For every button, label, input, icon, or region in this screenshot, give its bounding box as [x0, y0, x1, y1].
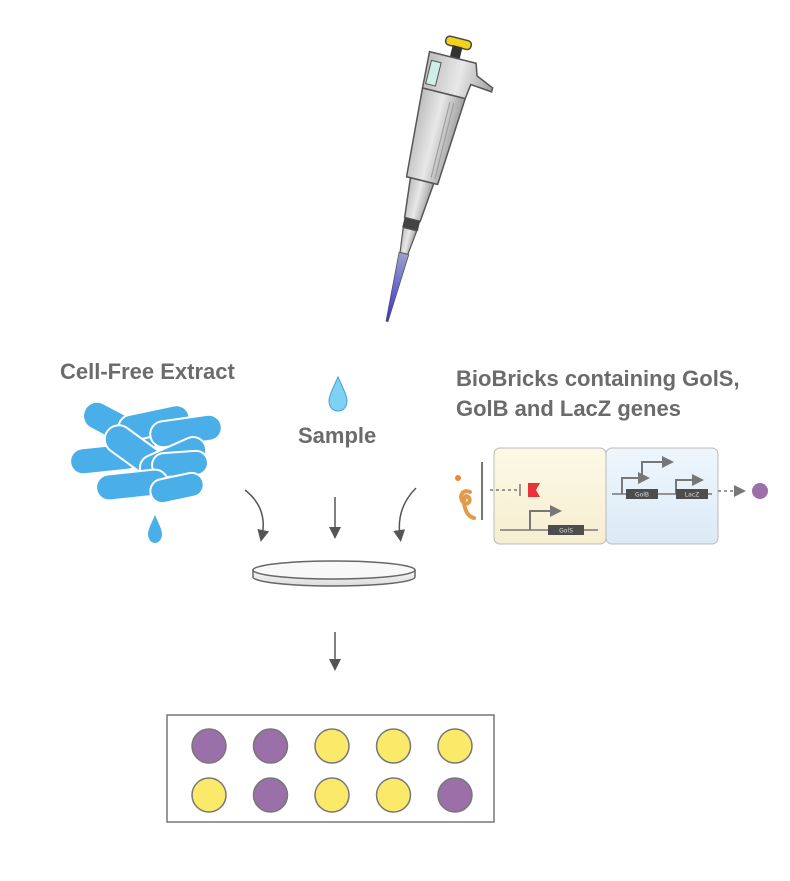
well-purple [191, 728, 227, 764]
biobricks-circuit-diagram: GolS GolB LacZ [455, 447, 768, 545]
well-yellow [314, 728, 350, 764]
repressor-icon [528, 483, 540, 497]
well-yellow [191, 777, 227, 813]
sample-label: Sample [298, 423, 377, 448]
well-purple [252, 777, 289, 813]
extract-drop-icon [148, 515, 162, 543]
gene-right-1-label: GolB [635, 492, 649, 499]
gold-ion-icon [459, 489, 476, 520]
sample-drop-icon [328, 375, 348, 412]
well-purple [252, 728, 289, 764]
well-yellow [375, 728, 412, 764]
arrow-from-extract [244, 489, 270, 542]
well-yellow [314, 777, 350, 813]
gene-box-right-2 [676, 489, 708, 499]
bacteria-cluster-icon [69, 400, 223, 505]
promoter-arrow-icon [550, 505, 562, 517]
gene-left-label: GolS [559, 528, 573, 535]
gene-box-left [548, 525, 584, 535]
well-plate [166, 714, 495, 823]
gene-right-2-label: LacZ [685, 492, 699, 499]
cell-free-extract-label: Cell-Free Extract [60, 359, 235, 384]
biobricks-label-line-1: BioBricks containing GolS, [456, 366, 740, 391]
well-yellow [437, 728, 473, 764]
output-arrow-icon [734, 485, 746, 497]
circuit-panel-right [605, 447, 719, 545]
well-yellow [375, 777, 412, 813]
pipette-icon [385, 35, 494, 323]
petri-dish-icon [252, 560, 416, 587]
well-purple [437, 777, 473, 813]
biobricks-label: BioBricks containing GolS, GolB and LacZ… [456, 364, 740, 424]
purple-product-icon [752, 483, 768, 499]
gene-box-right-1 [626, 489, 658, 499]
inducer-dot-icon [455, 475, 461, 481]
input-arrows [244, 487, 417, 542]
arrow-from-biobricks [393, 487, 417, 542]
biobricks-label-line-2: GolB and LacZ genes [456, 396, 681, 421]
